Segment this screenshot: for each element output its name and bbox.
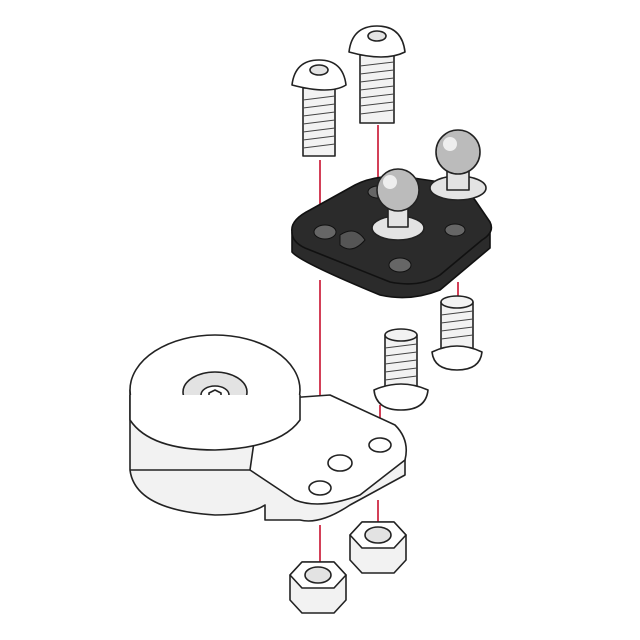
ball-stud: [371, 168, 425, 241]
ball-stud: [429, 129, 487, 201]
mount-hole: [368, 437, 392, 453]
bolt: [291, 59, 347, 157]
bolt: [373, 328, 429, 411]
bolt: [348, 25, 406, 124]
bolt: [431, 295, 483, 371]
hex-nut: [289, 561, 347, 614]
base-mount: [129, 334, 408, 522]
mount-hole: [327, 454, 353, 472]
hex-nut: [349, 521, 407, 574]
mount-hole: [308, 480, 332, 496]
